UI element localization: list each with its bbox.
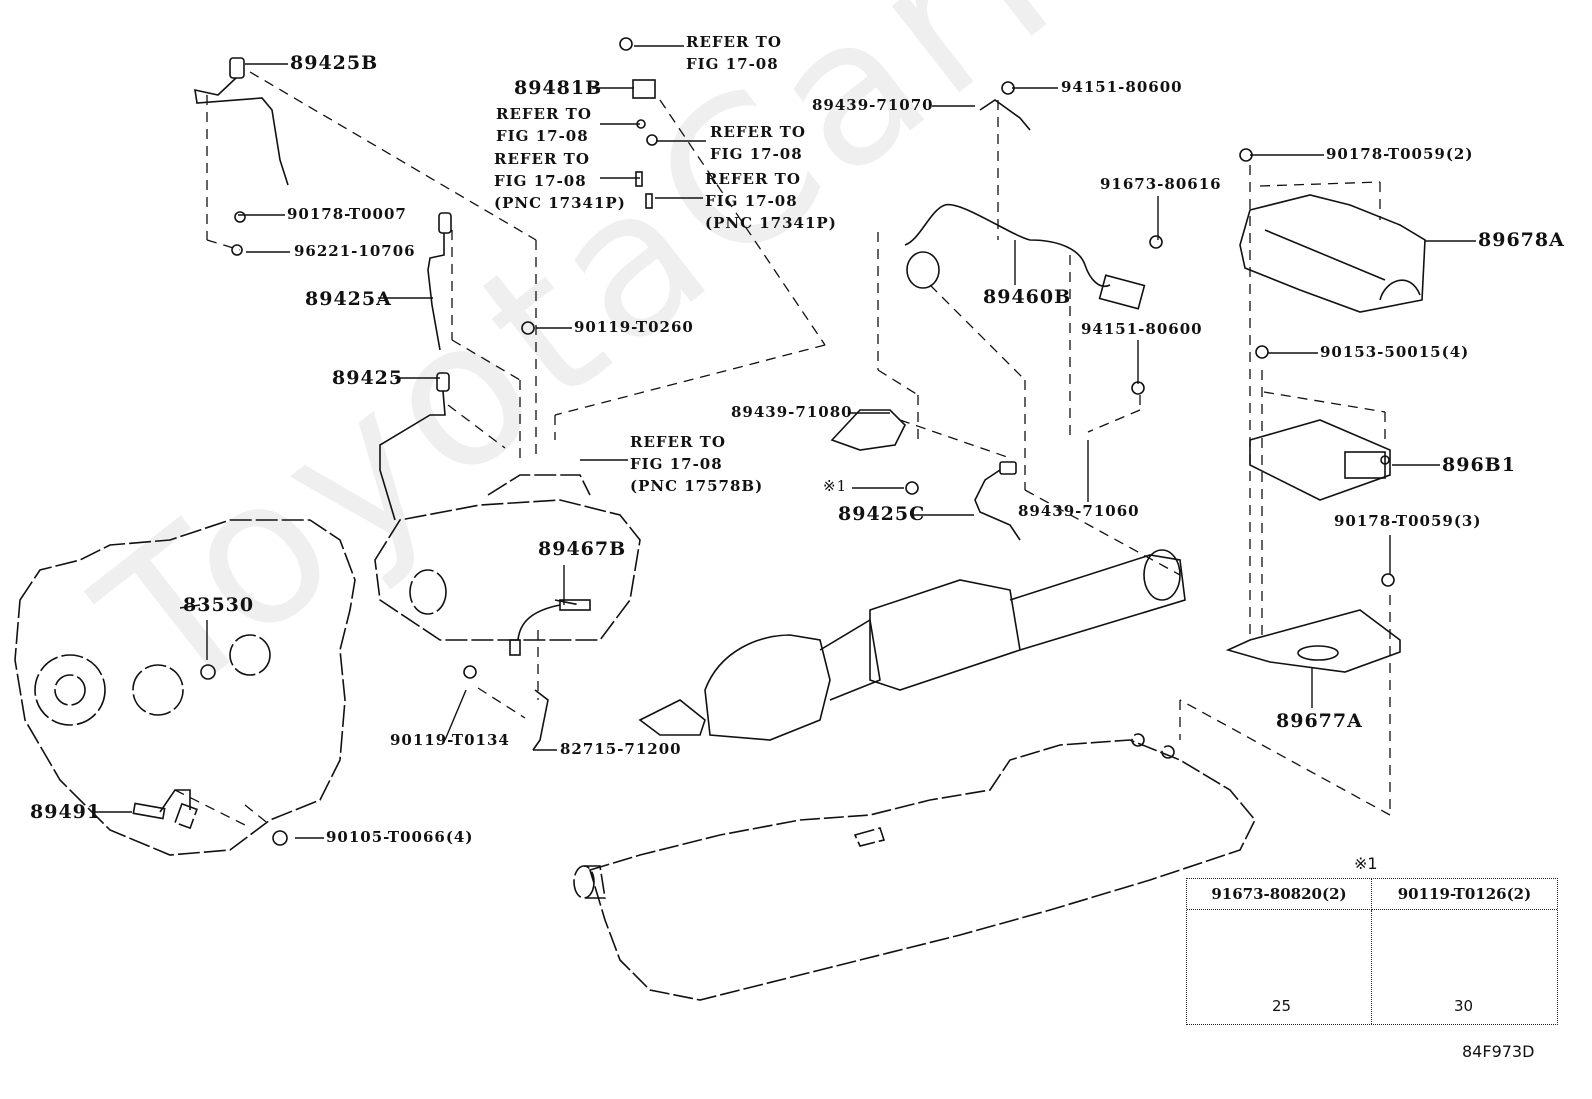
- callout-refer-fig-17-08-pnc-17341p-left: REFER TO FIG 17-08 (PNC 17341P): [494, 150, 626, 212]
- callout-90119-T0260: 90119-T0260: [574, 318, 694, 336]
- callout-refer-fig-17-08-top: REFER TO FIG 17-08: [686, 33, 782, 73]
- bolts: [200, 81, 1395, 846]
- sensor-89425A: [427, 212, 452, 351]
- callout-896B1: 896B1: [1442, 454, 1516, 476]
- leader-lines: [92, 45, 1476, 839]
- bracket-89677A: [1225, 609, 1401, 673]
- callout-note-1: ※1: [823, 477, 848, 495]
- callout-89425C: 89425C: [838, 503, 926, 525]
- bracket-89491: [132, 789, 191, 820]
- callout-83530: 83530: [183, 594, 255, 616]
- engine-block: [14, 519, 356, 856]
- callout-82715-71200: 82715-71200: [560, 740, 682, 758]
- callout-refer-fig-17-08-right1: REFER TO FIG 17-08: [710, 123, 806, 163]
- callout-89425B: 89425B: [290, 52, 379, 74]
- bolt-detail-table: 91673-80820(2) 90119-T0126(2) 25 30: [1186, 878, 1558, 1025]
- sensor-89425: [379, 372, 450, 521]
- sensor-89425B: [194, 57, 289, 186]
- callout-89425: 89425: [332, 367, 404, 389]
- cover-89678A: [1239, 194, 1426, 313]
- callout-89460B: 89460B: [983, 286, 1072, 308]
- callout-89425A: 89425A: [305, 288, 392, 310]
- callout-89439-71080: 89439-71080: [731, 403, 853, 421]
- sensor-89467B: [509, 599, 591, 751]
- callout-90153-50015-4: 90153-50015(4): [1320, 343, 1470, 361]
- harness-89460B: [904, 99, 1146, 310]
- sensor-89425C: [974, 461, 1021, 541]
- table-cell-bolt-1: 25: [1187, 910, 1372, 1024]
- table-cell-bolt-2: 30: [1372, 910, 1557, 1024]
- figure-id: 84F973D: [1462, 1042, 1535, 1061]
- table-header-part-1: 91673-80820(2): [1187, 879, 1372, 910]
- bolt-1-length: 25: [1272, 997, 1292, 1015]
- table-header-part-2: 90119-T0126(2): [1372, 879, 1557, 910]
- callout-94151-80600-mid: 94151-80600: [1081, 320, 1203, 338]
- bolt-2-length: 30: [1454, 997, 1474, 1015]
- callout-89439-71070: 89439-71070: [812, 96, 934, 114]
- callout-96221-10706: 96221-10706: [294, 242, 416, 260]
- callout-90178-T0059-2: 90178-T0059(2): [1326, 145, 1474, 163]
- bracket-89439-71080: [830, 409, 906, 451]
- fuel-tank: [573, 733, 1256, 1001]
- callout-91673-80616: 91673-80616: [1100, 175, 1222, 193]
- callout-89677A: 89677A: [1276, 710, 1363, 732]
- callout-89678A: 89678A: [1478, 229, 1565, 251]
- callout-90178-T0007: 90178-T0007: [287, 205, 407, 223]
- pressure-sensor-89481B: [619, 37, 658, 209]
- callout-90178-T0059-3: 90178-T0059(3): [1334, 512, 1482, 530]
- callout-refer-fig-17-08-pnc-17578b: REFER TO FIG 17-08 (PNC 17578B): [630, 433, 764, 495]
- exhaust-manifold: [374, 474, 641, 641]
- callout-89481B: 89481B: [514, 77, 603, 99]
- callout-refer-fig-17-08-left1: REFER TO FIG 17-08: [496, 105, 592, 145]
- callout-94151-80600-top: 94151-80600: [1061, 78, 1183, 96]
- callout-89439-71060: 89439-71060: [1018, 502, 1140, 520]
- exhaust-pipe-catalyst: [638, 549, 1186, 741]
- assembly-dashed-lines: [174, 71, 1391, 826]
- table-note-marker: ※1: [1354, 854, 1378, 873]
- ecu-896B1: [1249, 419, 1391, 501]
- callout-90119-T0134: 90119-T0134: [390, 731, 510, 749]
- callout-90105-T0066-4: 90105-T0066(4): [326, 828, 474, 846]
- callout-89467B: 89467B: [538, 538, 627, 560]
- callout-89491: 89491: [30, 801, 102, 823]
